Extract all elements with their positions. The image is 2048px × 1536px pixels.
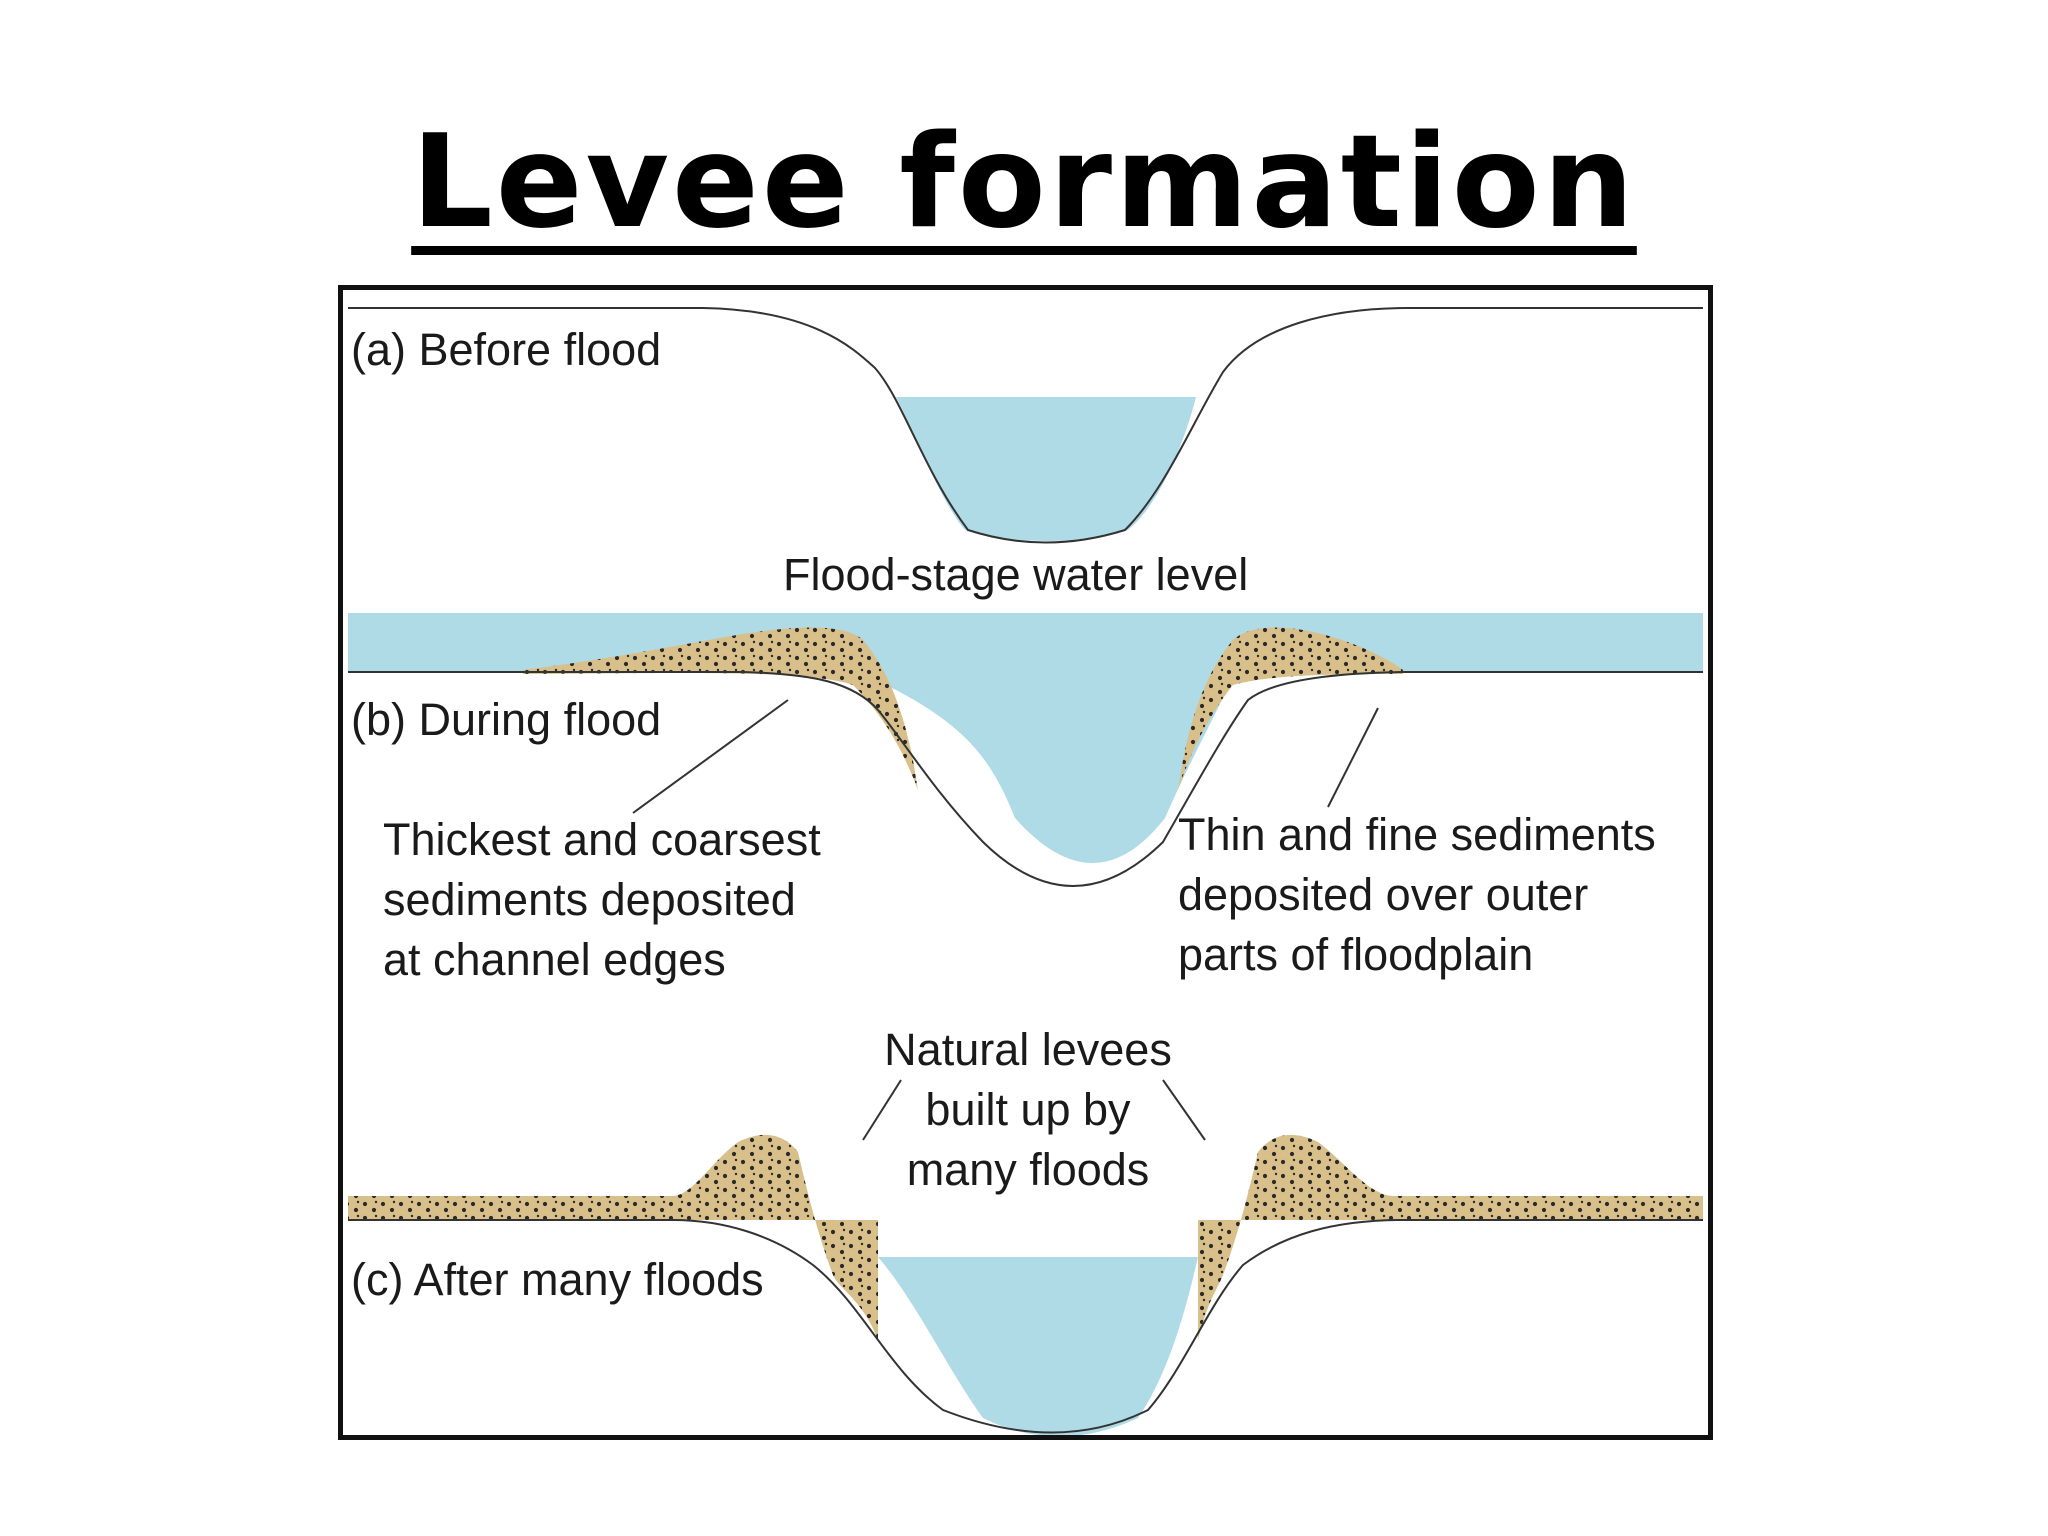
levee-leader-left: [862, 1079, 902, 1141]
flood-stage-label: Flood-stage water level: [783, 549, 1249, 600]
right-annotation-line-3: parts of floodplain: [1178, 929, 1534, 980]
right-annotation-leader: [1327, 707, 1379, 808]
panel-b-channel-outline: [348, 671, 1703, 887]
levee-leader-right: [1162, 1079, 1206, 1141]
levee-annotation: Natural levees built up by many floods: [863, 1020, 1193, 1200]
levee-diagram: (a) Before flood Flood-stage water level…: [338, 285, 1713, 1440]
right-annotation-line-1: Thin and fine sediments: [1178, 809, 1656, 860]
panel-c-water: [878, 1257, 1198, 1435]
panel-b-right-sediment: [1178, 627, 1403, 790]
right-annotation-line-2: deposited over outer: [1178, 869, 1589, 920]
panel-b-left-sediment: [523, 627, 918, 790]
levee-diagram-svg: [348, 307, 1703, 1435]
panel-c-label: (c) After many floods: [351, 1254, 764, 1305]
slide-title: Levee formation: [411, 108, 1637, 257]
left-annotation-line-3: at channel edges: [383, 934, 726, 985]
left-annotation: Thickest and coarsest sediments deposite…: [383, 810, 821, 990]
right-annotation: Thin and fine sediments deposited over o…: [1178, 805, 1656, 985]
panel-a-before-flood: [348, 307, 1703, 544]
panel-c-sediment: [348, 1134, 878, 1340]
levee-annotation-line-3: many floods: [906, 1144, 1150, 1195]
panel-b-channel-water: [855, 671, 1236, 863]
panel-a-water: [896, 397, 1196, 541]
panel-a-channel-outline: [348, 307, 1703, 544]
levee-annotation-line-2: built up by: [925, 1084, 1131, 1135]
panel-c-channel-outline: [348, 1219, 1703, 1434]
left-annotation-line-1: Thickest and coarsest: [383, 814, 821, 865]
levee-annotation-line-1: Natural levees: [884, 1024, 1172, 1075]
panel-a-label: (a) Before flood: [351, 324, 662, 375]
panel-b-label: (b) During flood: [351, 694, 662, 745]
panel-c-after-floods: [348, 1079, 1703, 1435]
left-annotation-line-2: sediments deposited: [383, 874, 796, 925]
flood-water-band: [348, 613, 1703, 671]
panel-c-sediment-right: [1198, 1134, 1703, 1340]
panel-b-during-flood: [348, 613, 1703, 887]
left-annotation-leader: [632, 699, 789, 814]
